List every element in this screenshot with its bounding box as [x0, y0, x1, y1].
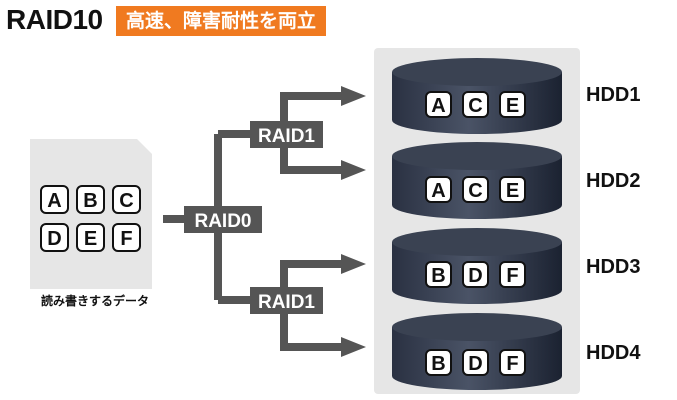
svg-text:F: F	[506, 265, 518, 287]
drive-block: B	[425, 261, 452, 288]
svg-text:C: C	[468, 180, 482, 202]
svg-text:E: E	[506, 180, 519, 202]
hdd1-label: HDD1	[586, 84, 641, 106]
raid1-badge-top	[250, 121, 323, 148]
hdd3-label: HDD3	[586, 256, 641, 278]
source-block: A	[40, 185, 69, 214]
source-block: B	[76, 185, 105, 214]
source-block: F	[112, 223, 141, 252]
drive-block: A	[425, 91, 452, 118]
svg-text:B: B	[83, 190, 97, 212]
svg-text:A: A	[431, 180, 445, 202]
svg-text:D: D	[468, 353, 482, 375]
svg-text:F: F	[506, 353, 518, 375]
svg-text:E: E	[506, 95, 519, 117]
drive-block: D	[462, 261, 489, 288]
svg-text:A: A	[47, 190, 61, 212]
drive-block: A	[425, 176, 452, 203]
connector-arrowheads	[341, 86, 366, 357]
svg-text:A: A	[431, 95, 445, 117]
svg-text:D: D	[468, 265, 482, 287]
source-data-label: 読み書きするデータ	[40, 294, 149, 308]
svg-text:D: D	[47, 228, 61, 250]
raid0-badge	[184, 206, 262, 233]
source-block: D	[40, 223, 69, 252]
drive-block: F	[499, 349, 526, 376]
raid0-label: RAID0	[194, 211, 251, 232]
hdd2-label: HDD2	[586, 170, 641, 192]
raid1-label-bottom: RAID1	[258, 292, 315, 313]
hdd4-label: HDD4	[586, 342, 641, 364]
drive-block: C	[462, 176, 489, 203]
drive-hdd4: B D F	[392, 313, 562, 390]
drive-block: B	[425, 349, 452, 376]
diagram-title: RAID10	[6, 4, 103, 35]
svg-text:B: B	[431, 353, 445, 375]
raid1-badge-bottom	[250, 287, 323, 314]
drive-block: E	[499, 176, 526, 203]
svg-text:C: C	[468, 95, 482, 117]
svg-text:B: B	[431, 265, 445, 287]
source-block: C	[112, 185, 141, 214]
svg-text:C: C	[119, 190, 133, 212]
diagram-subtitle: 高速、障害耐性を両立	[116, 6, 327, 36]
drive-hdd2: A C E	[392, 142, 562, 219]
drive-panel	[374, 48, 580, 394]
drive-block: E	[499, 91, 526, 118]
raid1-label-top: RAID1	[258, 126, 315, 147]
source-blocks: A B C D E F	[40, 185, 141, 252]
drive-hdd3: B D F	[392, 228, 562, 304]
drive-block: F	[499, 261, 526, 288]
source-block: E	[76, 223, 105, 252]
svg-text:F: F	[120, 228, 132, 250]
drive-block: C	[462, 91, 489, 118]
drive-hdd1: A C E	[392, 58, 562, 134]
drive-block: D	[462, 349, 489, 376]
svg-text:E: E	[84, 228, 97, 250]
